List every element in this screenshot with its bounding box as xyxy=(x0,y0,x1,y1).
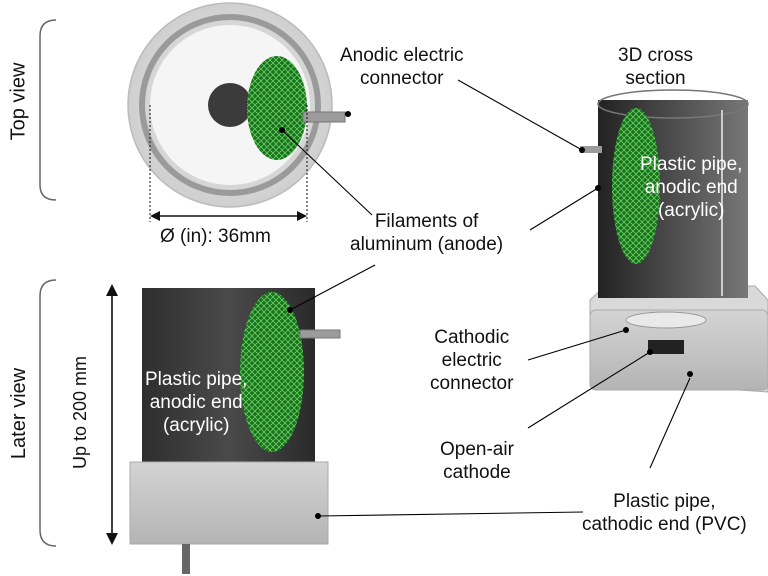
anodic-connector-line1: Anodic electric xyxy=(340,45,464,66)
cathodic-connector-line1: Cathodic xyxy=(434,327,510,348)
pipe-anodic-label-cross: Plastic pipe, anodic end (acrylic) xyxy=(640,153,742,222)
open-air-line1: Open-air xyxy=(440,439,514,460)
open-air-line2: cathode xyxy=(443,462,511,483)
lateral-view-device xyxy=(129,288,341,574)
top-view-label: Top view xyxy=(7,62,30,141)
leader-lines xyxy=(281,79,691,517)
filaments-label: Filaments of aluminum (anode) xyxy=(350,210,503,256)
filaments-line1: Filaments of xyxy=(374,211,479,232)
anode-filaments-cross xyxy=(612,108,660,264)
anodic-connector-label: Anodic electric connector xyxy=(340,44,464,90)
center-hole xyxy=(208,83,252,127)
height-label: Up to 200 mm xyxy=(70,355,91,470)
leader-dots xyxy=(279,111,693,519)
pipe-anodic-lateral-line1: Plastic pipe, xyxy=(145,369,248,390)
diameter-label: Ø (in): 36mm xyxy=(160,226,271,247)
later-view-bracket xyxy=(39,279,57,547)
top-view-bracket xyxy=(39,19,57,201)
pipe-anodic-cross-line2: anodic end xyxy=(644,177,738,198)
later-view-label: Later view xyxy=(8,367,31,460)
cathodic-connector-label: Cathodic electric connector xyxy=(430,326,513,395)
anode-filaments-lateral xyxy=(240,292,304,452)
anodic-connector-rod-top xyxy=(302,111,346,123)
filaments-line2: aluminum (anode) xyxy=(350,234,504,255)
cross-section-device xyxy=(580,89,768,393)
top-view-device xyxy=(127,2,346,208)
cathodic-connector-line3: connector xyxy=(430,373,514,394)
anode-filaments-top xyxy=(247,56,307,160)
pipe-anodic-lateral-line2: anodic end xyxy=(149,392,243,413)
pipe-cathodic-line1: Plastic pipe, xyxy=(613,491,716,512)
pipe-cathodic-label: Plastic pipe, cathodic end (PVC) xyxy=(582,490,747,536)
cross-section-title-line2: section xyxy=(625,68,686,89)
cathodic-connector-line2: electric xyxy=(441,350,502,371)
pipe-anodic-cross-line3: (acrylic) xyxy=(657,200,725,221)
pipe-cathodic-line2: cathodic end (PVC) xyxy=(582,514,747,535)
pipe-anodic-cross-line1: Plastic pipe, xyxy=(640,154,743,175)
cross-section-title: 3D cross section xyxy=(618,44,693,90)
open-air-cathode-label: Open-air cathode xyxy=(440,438,514,484)
anodic-connector-line2: connector xyxy=(360,68,444,89)
pipe-anodic-lateral-line3: (acrylic) xyxy=(162,415,230,436)
cross-section-title-line1: 3D cross xyxy=(618,45,693,66)
pipe-anodic-label-lateral: Plastic pipe, anodic end (acrylic) xyxy=(145,368,247,437)
